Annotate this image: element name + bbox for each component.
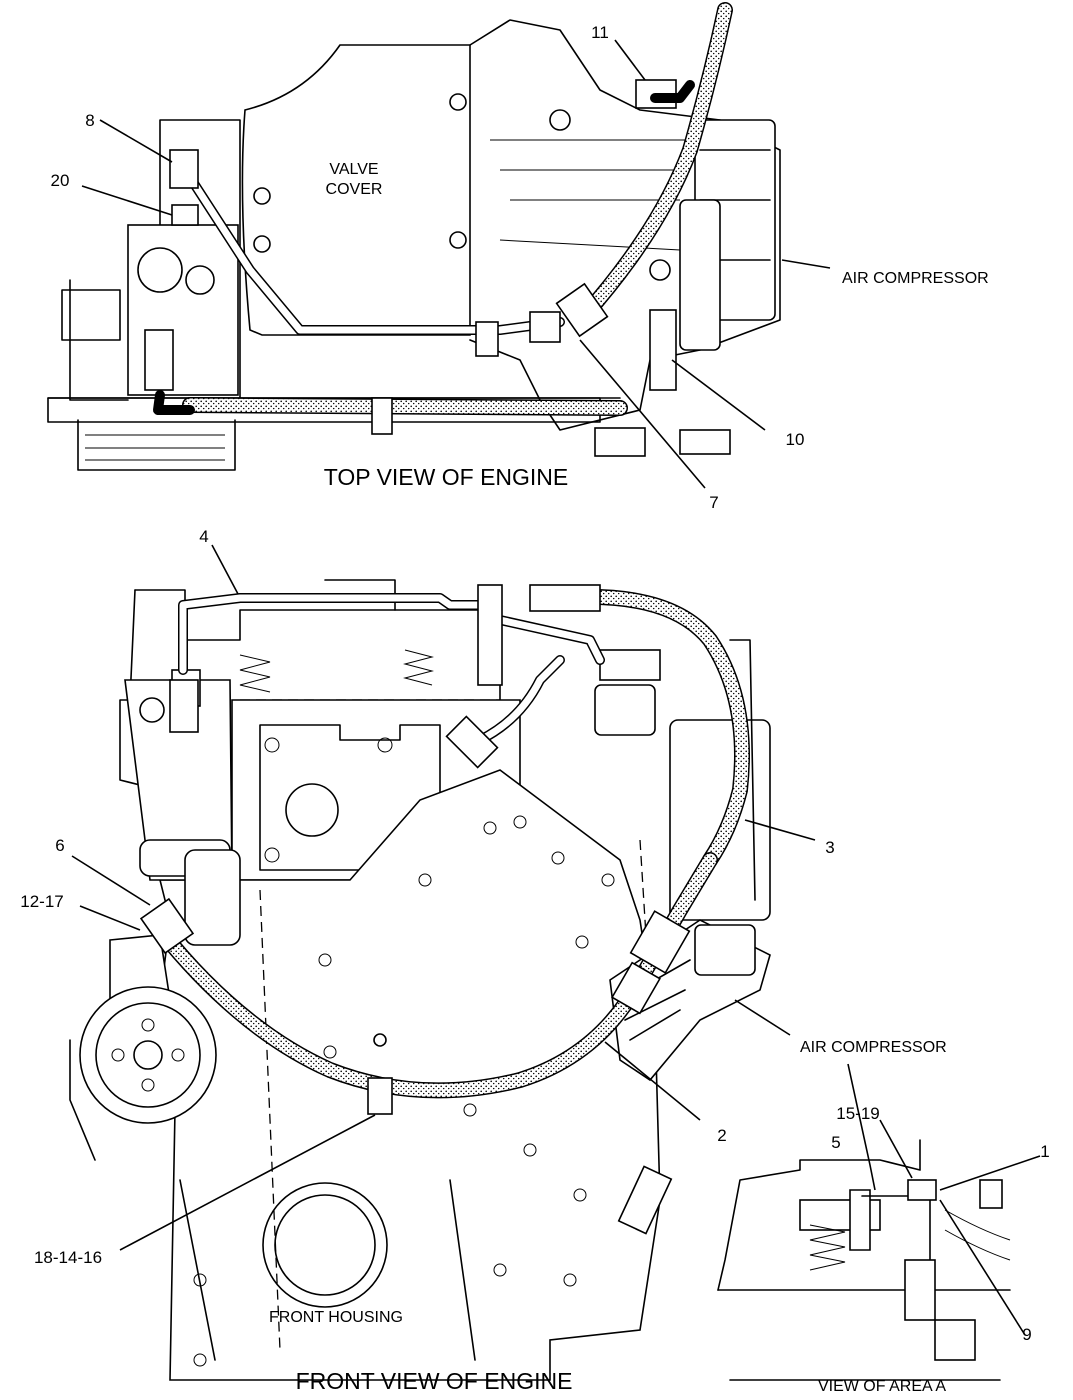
- area-a-caption: VIEW OF AREA A: [818, 1378, 946, 1395]
- callout-10: 10: [786, 430, 805, 449]
- callout-9: 9: [1022, 1325, 1031, 1344]
- callout-5: 5: [831, 1133, 840, 1152]
- front-view-caption: FRONT VIEW OF ENGINE: [296, 1368, 573, 1394]
- callout-2: 2: [717, 1126, 726, 1145]
- top-view-leaders: [81, 39, 831, 489]
- callout-8: 8: [85, 111, 94, 130]
- callout-4: 4: [199, 527, 208, 546]
- top-view-drawing: [47, 2, 781, 471]
- front-housing-label: FRONT HOUSING: [269, 1309, 403, 1326]
- top-view-caption: TOP VIEW OF ENGINE: [324, 464, 569, 490]
- front-view-drawing: [69, 579, 1011, 1381]
- callout-6: 6: [55, 836, 64, 855]
- air-compressor-label-top: AIR COMPRESSOR: [842, 270, 989, 287]
- callout-1: 1: [1040, 1142, 1049, 1161]
- callout-15-19: 15-19: [836, 1104, 879, 1123]
- valve-cover-label-line2: COVER: [326, 181, 383, 198]
- air-compressor-label-front: AIR COMPRESSOR: [800, 1039, 947, 1056]
- callout-12-17: 12-17: [20, 892, 63, 911]
- valve-cover-label-line1: VALVE: [329, 161, 378, 178]
- callout-20: 20: [51, 171, 70, 190]
- callout-18-14-16: 18-14-16: [34, 1248, 102, 1267]
- callout-11: 11: [591, 23, 609, 42]
- callout-3: 3: [825, 838, 834, 857]
- callout-7: 7: [709, 493, 718, 512]
- front-view-leaders: [71, 544, 1041, 1336]
